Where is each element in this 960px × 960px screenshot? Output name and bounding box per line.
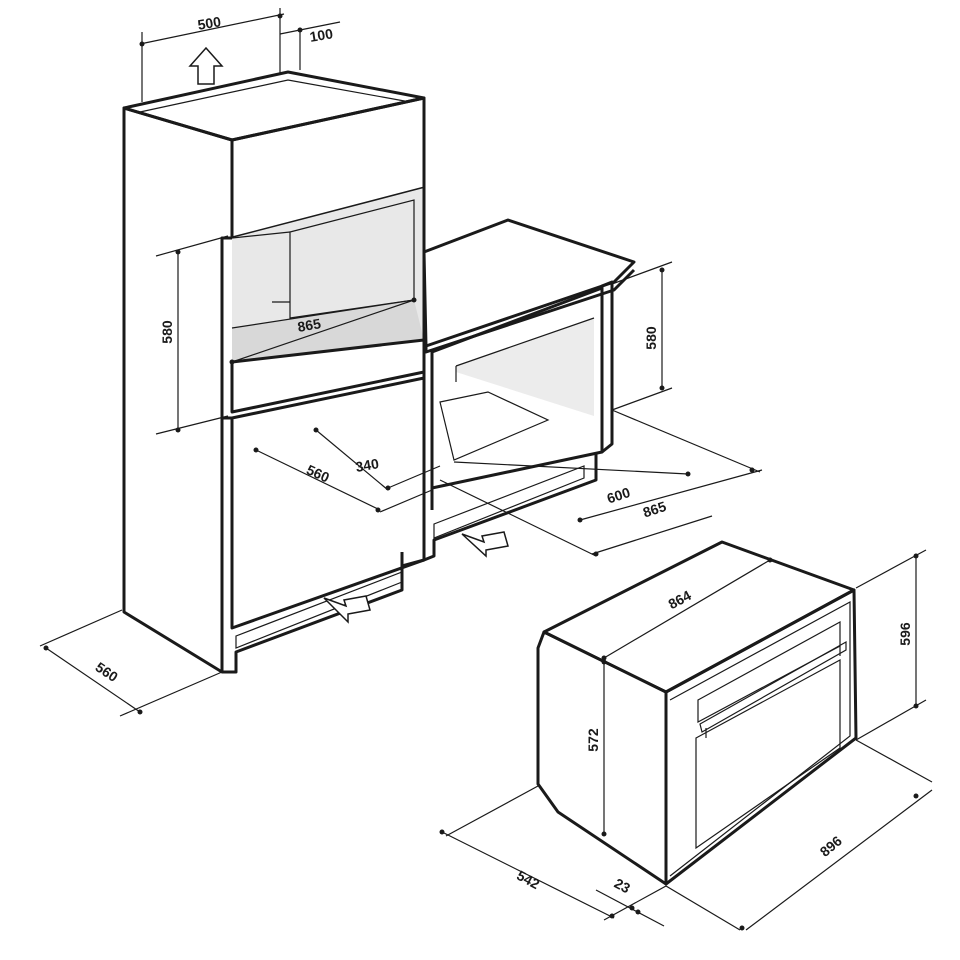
dim-tall-cabinet-depth: 560 — [93, 659, 121, 685]
oven-handle[interactable] — [699, 640, 847, 733]
base-worktop — [422, 218, 636, 348]
dim-base-width: 865 — [641, 498, 668, 521]
oven — [536, 540, 858, 886]
tall-cabinet-top-inner — [139, 79, 411, 113]
base-cabinet — [401, 218, 636, 568]
dim-tall-opening-width: 865 — [296, 315, 322, 335]
dim-oven-front-width: 896 — [817, 832, 845, 859]
up-arrow-icon — [188, 46, 224, 85]
oven-top — [542, 540, 856, 694]
dim-base-opening-height: 580 — [643, 326, 659, 350]
oven-front — [664, 588, 858, 886]
dim-cabinet-top-width: 500 — [196, 13, 222, 32]
oven-window — [695, 658, 841, 850]
dim-oven-front-thickness: 23 — [612, 875, 633, 897]
base-plinth-vent — [433, 465, 585, 539]
oven-side — [536, 630, 668, 886]
dim-oven-body-height: 572 — [585, 728, 601, 752]
dim-cabinet-top-gap: 100 — [308, 25, 334, 44]
airflow-arrows — [188, 46, 509, 624]
dim-tall-opening-height: 580 — [159, 320, 175, 344]
dim-oven-front-height: 596 — [897, 622, 913, 646]
tall-cabinet — [122, 70, 426, 674]
dimension-labels: 500 100 580 865 560 340 580 600 865 560 … — [93, 13, 913, 896]
dim-oven-width: 864 — [666, 587, 694, 612]
tall-lower-door — [230, 376, 426, 630]
airflow-arrow-icon — [461, 531, 509, 558]
dim-tall-depth-inner: 560 — [304, 461, 332, 485]
airflow-arrow-icon — [323, 595, 371, 624]
base-cutout — [439, 391, 550, 461]
dim-tall-cutout-depth: 340 — [354, 455, 380, 475]
tall-plinth-vent — [235, 571, 403, 649]
dimension-lines — [39, 8, 933, 931]
dim-base-depth: 600 — [605, 484, 632, 507]
